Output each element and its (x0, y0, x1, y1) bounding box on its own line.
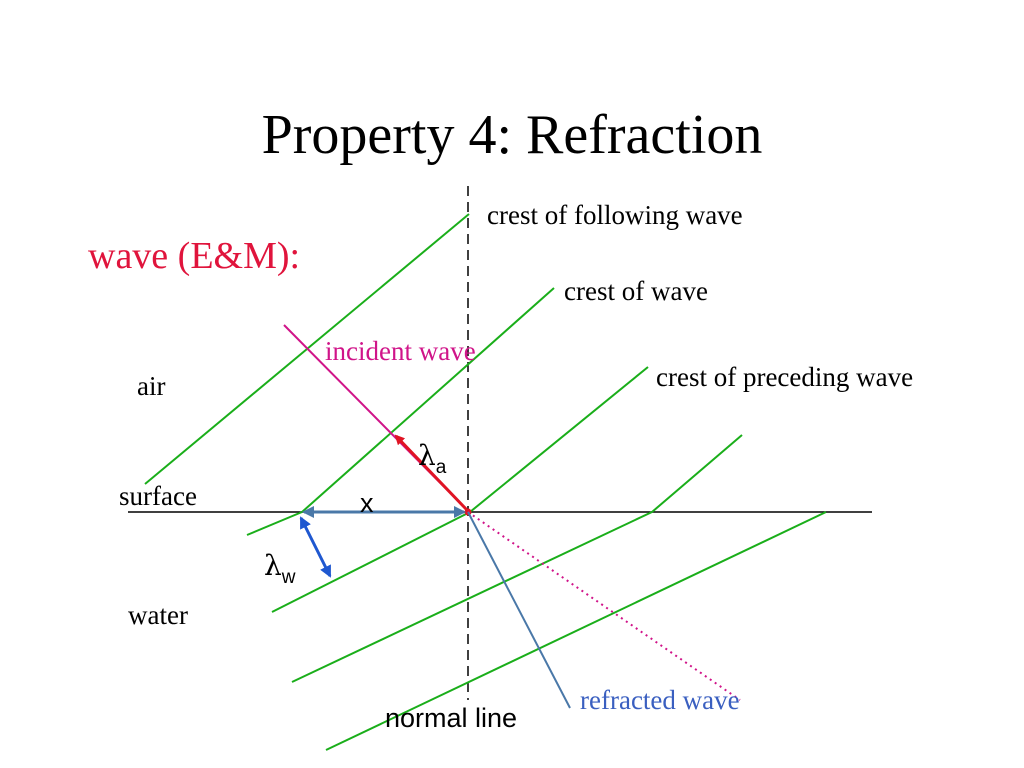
label-crest-wave: crest of wave (564, 276, 708, 306)
label-incident-wave: incident wave (325, 336, 476, 366)
label-refracted-wave: refracted wave (580, 685, 740, 715)
crest-wave-line-water (246, 511, 303, 536)
lambda-a-subscript: a (436, 457, 447, 478)
lambda-w-symbol: λ (264, 549, 282, 582)
label-water: water (128, 600, 188, 630)
label-air: air (137, 371, 165, 401)
lambda-a-symbol: λ (418, 439, 436, 472)
crest-next-line-air (651, 434, 743, 513)
crest-wave-line-air (301, 287, 555, 513)
label-lambda-w: λw (264, 549, 296, 588)
slide-title: Property 4: Refraction (261, 104, 763, 166)
crest-preceding-line-air (469, 366, 649, 513)
crest-next-line-water (291, 511, 653, 683)
label-surface: surface (119, 481, 197, 511)
crest-last-line-water (325, 511, 827, 751)
lambda-w-subscript: w (281, 567, 296, 588)
lambda-w-arrow (299, 516, 332, 578)
incident-extension (467, 511, 741, 701)
slide-subtitle: wave (E&M): (88, 235, 301, 277)
lambda-a-arrow (394, 434, 469, 512)
label-crest-following: crest of following wave (487, 200, 743, 230)
label-x: x (360, 488, 374, 518)
crest-preceding-line-water (271, 511, 471, 613)
label-lambda-a: λa (418, 439, 447, 478)
refracted-ray (467, 511, 571, 709)
label-crest-preceding: crest of preceding wave (656, 362, 913, 392)
label-normal-line: normal line (385, 703, 517, 733)
